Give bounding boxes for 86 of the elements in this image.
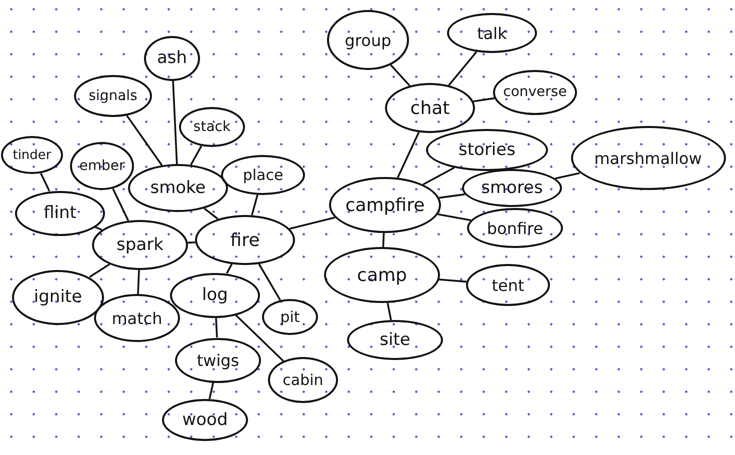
connector-line (439, 278, 467, 283)
bubble-text: spark (116, 235, 164, 255)
word-bubble (347, 320, 443, 360)
connector-line (448, 51, 478, 86)
bubble-text: ash (156, 48, 188, 68)
connector-line (89, 264, 110, 278)
word-bubble (324, 247, 440, 303)
bubble-text: camp (357, 264, 407, 286)
connector-line (190, 145, 202, 166)
connector-line (251, 194, 258, 216)
word-bubble (195, 215, 295, 265)
word-bubble (15, 190, 105, 236)
word-bubble (144, 36, 200, 80)
word-bubble (462, 169, 562, 207)
word-bubble (262, 299, 318, 335)
bubble-text: stack (193, 119, 231, 135)
bubble-text: chat (410, 98, 450, 118)
connector-line (204, 208, 218, 220)
bubble-text: smores (481, 178, 543, 198)
word-bubble (268, 357, 338, 403)
connector-line (386, 302, 392, 320)
connector-line (226, 264, 233, 274)
bubble-text: log (202, 285, 228, 305)
connector-line (555, 172, 580, 180)
word-bubble (12, 270, 104, 324)
word-bubble (128, 164, 228, 212)
connector-line (215, 317, 218, 338)
bubble-text: ember (79, 158, 125, 174)
connector-line (473, 97, 495, 102)
connector-line (422, 166, 455, 186)
word-bubble (385, 83, 475, 133)
word-bubble (74, 75, 152, 117)
bubble-text: marshmallow (594, 148, 702, 168)
bubble-text: flint (44, 203, 76, 223)
bubble-text: fire (230, 230, 260, 250)
word-bubble (426, 129, 548, 171)
connector-line (258, 264, 281, 301)
word-bubble (466, 264, 550, 306)
bubble-text: wood (182, 410, 228, 430)
word-bubble (70, 142, 134, 190)
word-bubble (493, 70, 577, 114)
word-bubble (570, 126, 726, 190)
bubble-text: match (112, 308, 162, 328)
connector-line (390, 64, 410, 86)
connector-line (289, 216, 336, 230)
bubble-text: pit (280, 308, 300, 326)
word-bubble (467, 208, 563, 248)
bubble-text: tinder (12, 148, 52, 162)
bubble-text: ignite (34, 287, 82, 307)
word-bubble (447, 13, 537, 53)
bubble-text: site (380, 330, 410, 350)
word-bubble (327, 10, 409, 70)
connector-line (438, 213, 471, 222)
bubble-text: bonfire (486, 218, 544, 238)
bubble-text: group (344, 30, 392, 50)
connector-line (438, 193, 465, 199)
bubble-text: converse (503, 84, 567, 100)
connector-line (40, 172, 50, 192)
word-bubble (179, 107, 245, 147)
connector-line (235, 314, 284, 362)
word-bubble (1, 136, 63, 174)
connector-line (396, 132, 420, 178)
bubble-text: campfire (345, 194, 425, 216)
bubble-text: signals (88, 88, 138, 104)
word-bubble (175, 338, 261, 382)
connector-line (208, 382, 214, 400)
word-bubble (170, 272, 260, 318)
bubble-text: twigs (196, 350, 240, 370)
bubble-text: talk (477, 24, 507, 42)
connector-line (382, 232, 385, 248)
word-bubble (329, 177, 441, 233)
word-bubble (94, 294, 180, 342)
connector-line (112, 188, 130, 222)
connector-line (188, 242, 196, 244)
word-bubble (221, 155, 305, 195)
bubble-text: tent (492, 276, 524, 294)
connector-line (94, 226, 102, 231)
bubble-text: smoke (150, 178, 206, 198)
bubble-text: cabin (282, 371, 324, 389)
bubble-text: stories (458, 140, 516, 160)
connector-line (137, 270, 140, 294)
word-bubble (162, 399, 248, 441)
word-bubble (92, 220, 188, 270)
connector-line (172, 80, 178, 164)
connector-line (126, 115, 163, 166)
bubble-text: place (242, 166, 284, 184)
